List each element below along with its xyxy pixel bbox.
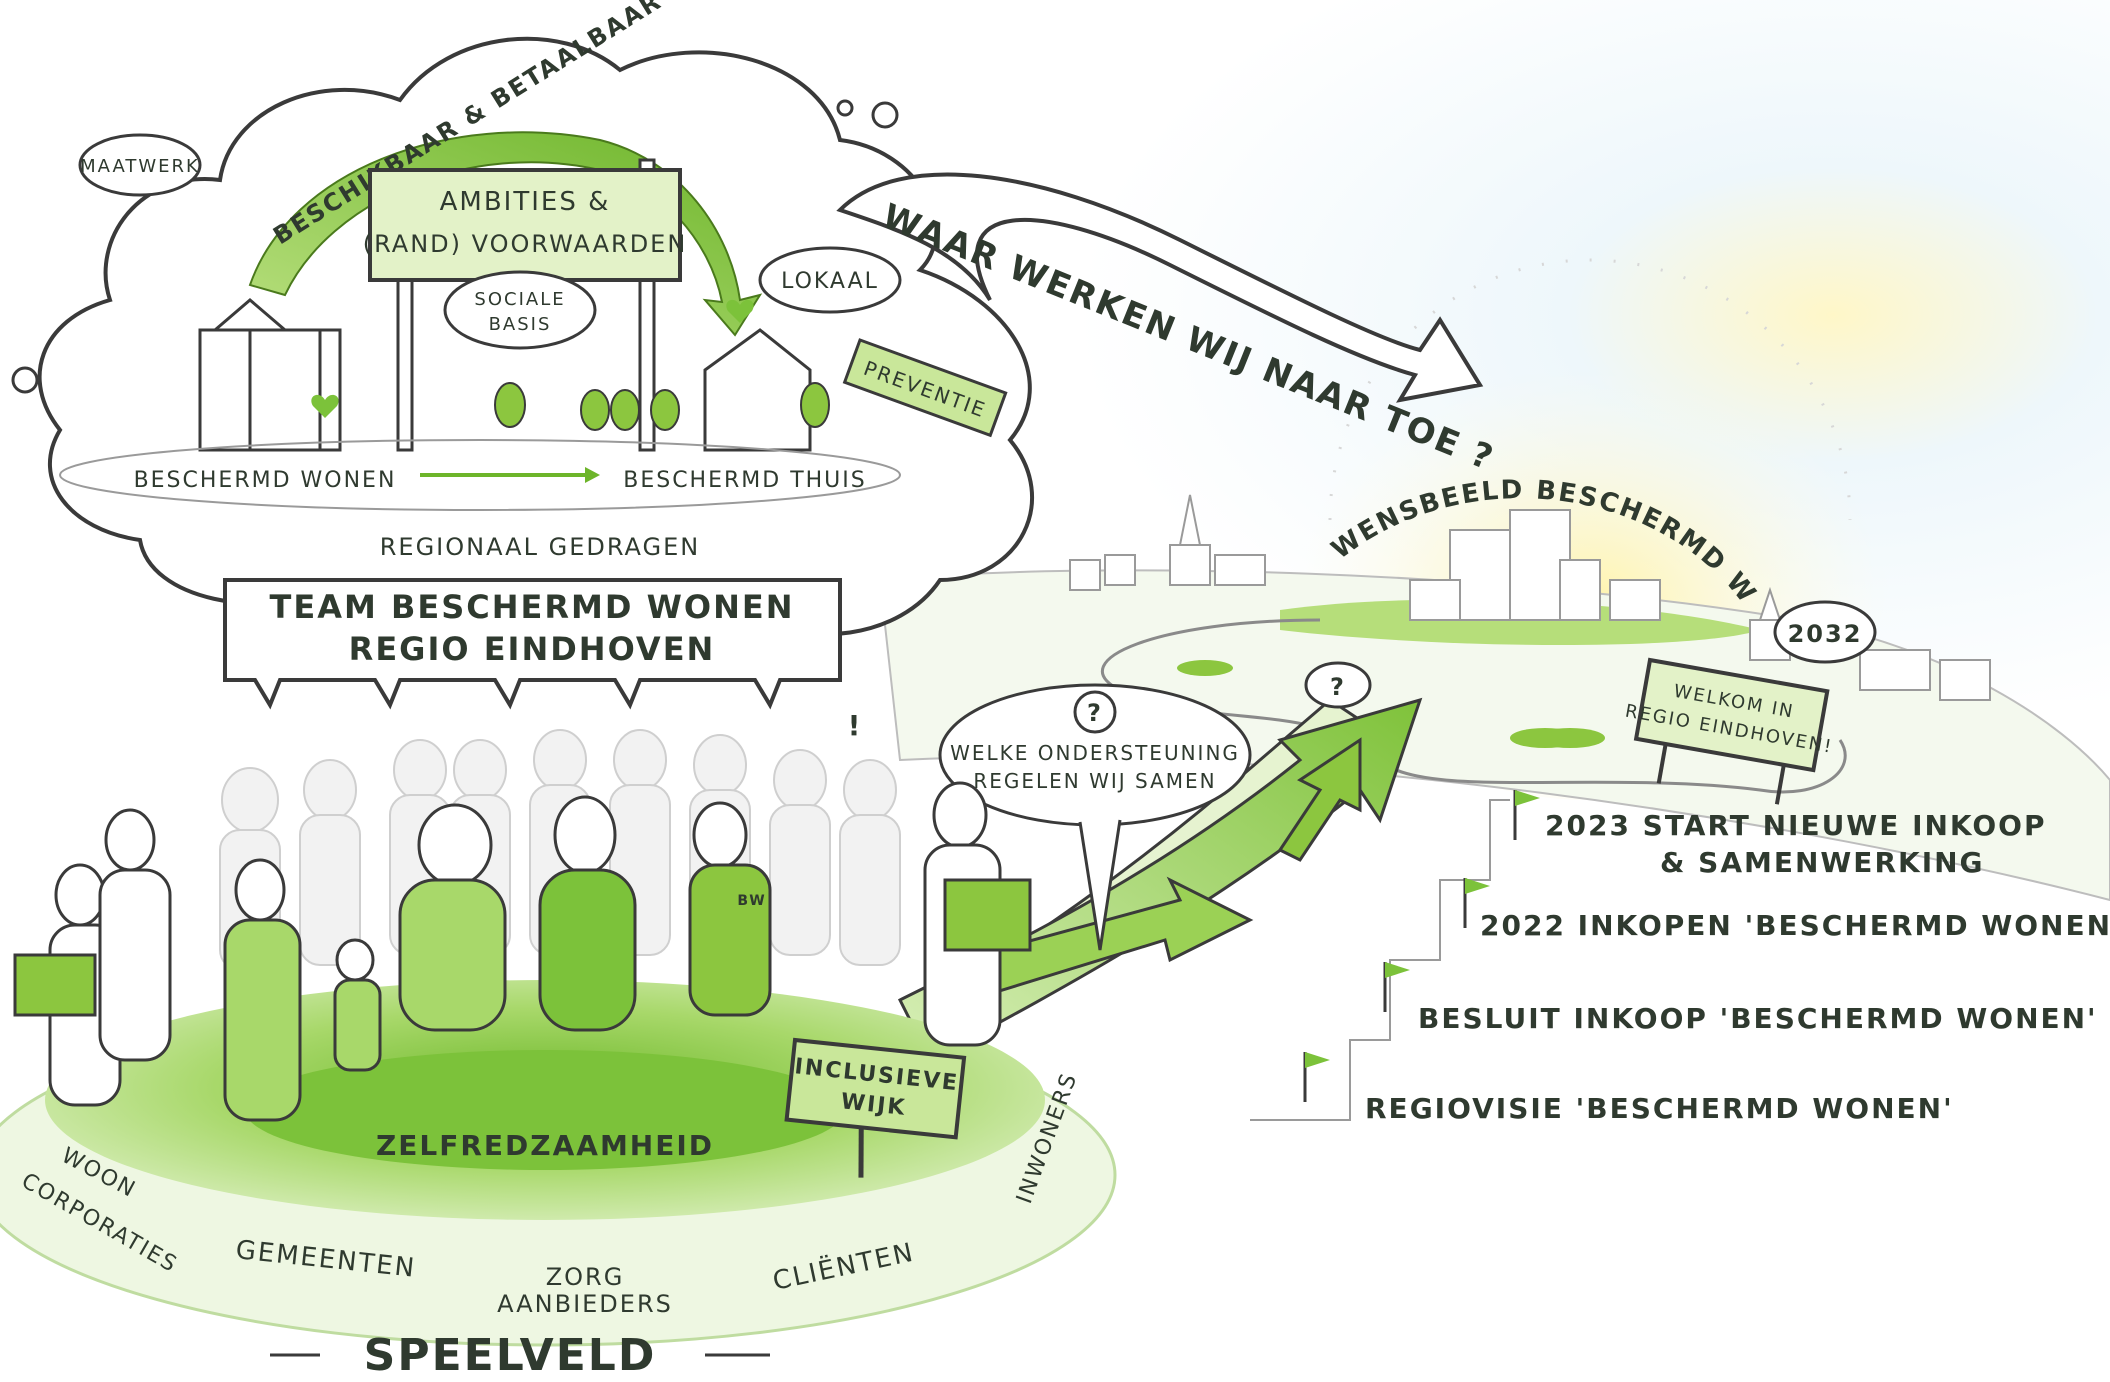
team-banner	[223, 578, 842, 710]
vest-badge: BW	[737, 893, 766, 909]
sociale-bubble	[443, 270, 597, 350]
support-line1: WELKE ONDERSTEUNING	[950, 741, 1240, 765]
lokaal-bubble	[758, 246, 902, 314]
cloud-bubble-tiny	[836, 99, 854, 117]
ring-zorg-line1: ZORG	[546, 1263, 625, 1291]
sociale-line1: SOCIALE	[474, 289, 565, 310]
milestone-2-line1: 2022 INKOPEN 'BESCHERMD WONEN'	[1480, 909, 2110, 942]
ambities-sign-line1: AMBITIES &	[440, 187, 611, 217]
path-to-label: BESCHERMD THUIS	[623, 468, 867, 493]
crowd-front-row	[13, 781, 1032, 1122]
exclamation-mark: !	[848, 709, 863, 742]
team-banner-line1: TEAM BESCHERMD WONEN	[270, 588, 795, 626]
ring-zorg-line2: AANBIEDERS	[497, 1290, 673, 1318]
inclusieve-post	[858, 1127, 864, 1178]
milestone-3-line1: BESLUIT INKOOP 'BESCHERMD WONEN'	[1418, 1002, 2098, 1035]
preventie-tag	[842, 338, 1008, 438]
milestone-flag-4	[1303, 1052, 1330, 1102]
path-arrowhead	[585, 467, 600, 483]
support-bubble-tail	[1078, 819, 1122, 951]
milestone-1-line1: 2023 START NIEUWE INKOOP	[1545, 809, 2046, 842]
welcome-post	[1656, 743, 1668, 784]
sociale-line2: BASIS	[489, 314, 552, 335]
regionaal-label: REGIONAAL GEDRAGEN	[380, 533, 701, 561]
team-banner-line2: REGIO EINDHOVEN	[349, 630, 716, 668]
cloud-path-track	[59, 439, 901, 511]
church-building	[198, 298, 342, 452]
milestone-1-line2: & SAMENWERKING	[1660, 846, 1985, 879]
welcome-sign	[1633, 657, 1830, 773]
speelveld-title: SPEELVELD	[364, 1330, 657, 1381]
small-question-mark: ?	[1330, 673, 1346, 701]
support-line2: REGELEN WIJ SAMEN	[973, 769, 1216, 793]
milestone-4-line1: REGIOVISIE 'BESCHERMD WONEN'	[1365, 1092, 1954, 1125]
milestone-steps	[1250, 799, 1510, 1121]
field-center-label: ZELFREDZAAMHEID	[376, 1129, 714, 1162]
heart-icon	[311, 394, 339, 418]
vision-grass-1	[1177, 660, 1233, 676]
question-arrow	[836, 172, 1484, 403]
year-bubble	[1773, 600, 1877, 664]
milestone-flag-1	[1513, 790, 1540, 840]
town-skyline	[1069, 494, 1991, 701]
heart-icon-house	[726, 299, 754, 323]
ambities-sign	[368, 168, 682, 282]
maatwerk-bubble	[78, 133, 202, 197]
milestone-flag-2	[1463, 878, 1490, 928]
vision-grass-3	[1510, 728, 1580, 748]
growth-arrow-front	[958, 876, 1254, 1002]
cloud-people	[494, 382, 830, 431]
growth-arrow-top	[1277, 737, 1362, 862]
maatwerk-label: MAATWERK	[80, 156, 200, 177]
support-question-circle	[1073, 690, 1117, 734]
path-from-label: BESCHERMD WONEN	[134, 468, 397, 493]
ambities-sign-line2: (RAND) VOORWAARDEN	[363, 230, 688, 258]
support-question-mark: ?	[1087, 699, 1103, 727]
cloud-bubble-right	[871, 101, 899, 129]
cloud-bubble-small	[11, 366, 39, 394]
inclusieve-sign	[784, 1037, 967, 1140]
welcome-post-2	[1774, 764, 1786, 805]
lokaal-label: LOKAAL	[781, 269, 879, 294]
sun-rays	[1328, 258, 1852, 521]
speelveld-center	[245, 1050, 845, 1170]
small-question-bubble	[1304, 661, 1372, 709]
year-label: 2032	[1788, 620, 1863, 648]
milestone-flag-3	[1383, 962, 1410, 1012]
